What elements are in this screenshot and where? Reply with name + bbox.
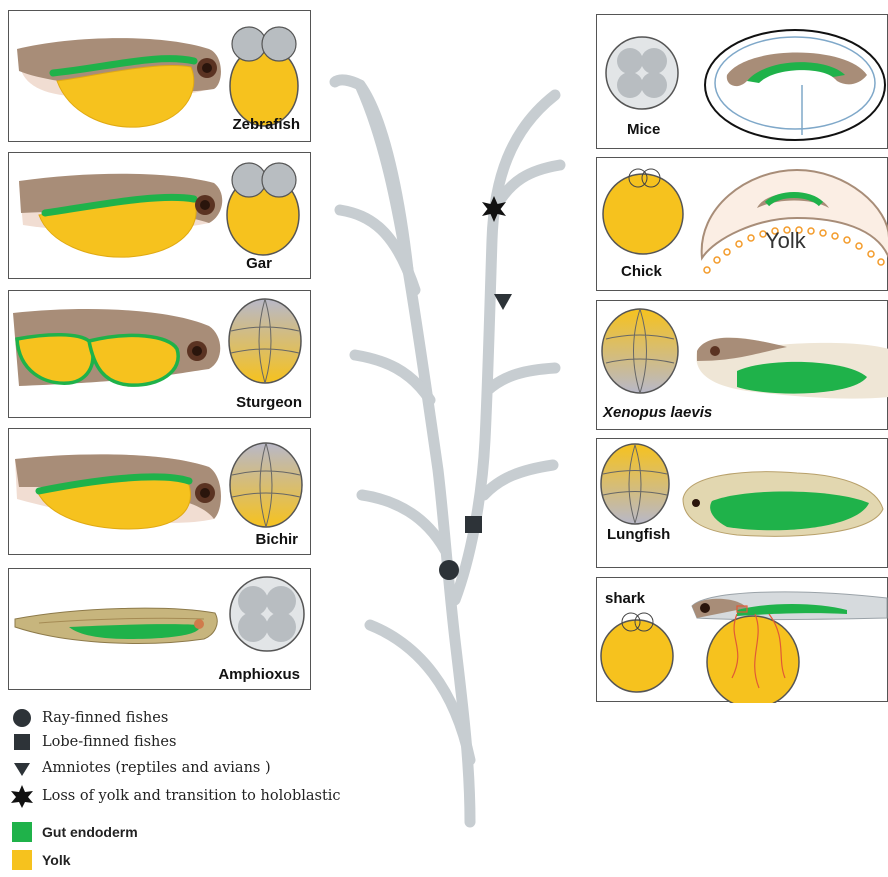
star-icon <box>10 784 34 808</box>
legend-gut-label: Gut endoderm <box>42 824 138 840</box>
tree-branch-bichir <box>362 495 445 550</box>
xenopus-label: Xenopus laevis <box>603 404 712 421</box>
circle-icon <box>11 707 33 729</box>
bichir-label: Bichir <box>255 531 298 548</box>
square-icon <box>11 731 33 753</box>
legend-lobe-finned: Lobe-finned fishes <box>10 730 176 754</box>
shark-panel: shark <box>596 577 888 702</box>
lungfish-label: Lungfish <box>607 526 670 543</box>
mice-label: Mice <box>627 121 660 138</box>
sturgeon-panel: Sturgeon <box>8 290 311 418</box>
shark-label: shark <box>605 590 645 607</box>
legend-lobe-finned-label: Lobe-finned fishes <box>42 734 176 750</box>
amphioxus-label: Amphioxus <box>218 666 300 683</box>
tree-branch-lungfish <box>484 465 553 495</box>
zebrafish-label: Zebrafish <box>232 116 300 133</box>
gar-label: Gar <box>246 255 272 272</box>
tree-branch-xenopus <box>488 368 555 390</box>
legend-ray-finned: Ray-finned fishes <box>10 706 168 730</box>
lobe-finned-marker <box>465 516 482 533</box>
gut-swatch-icon <box>12 822 32 842</box>
bichir-panel: Bichir <box>8 428 311 555</box>
yolk-swatch-icon <box>12 850 32 870</box>
legend-yolk: Yolk <box>10 848 71 872</box>
down-triangle-icon <box>11 757 33 779</box>
legend-loss-yolk-label: Loss of yolk and transition to holoblast… <box>42 788 341 804</box>
mice-panel: Mice <box>596 14 888 149</box>
xenopus-panel: Xenopus laevis <box>596 300 888 430</box>
legend-loss-yolk: Loss of yolk and transition to holoblast… <box>10 784 341 808</box>
chick-label: Chick <box>621 263 662 280</box>
amniotes-marker <box>494 294 512 310</box>
legend-amniotes-label: Amniotes (reptiles and avians ) <box>42 760 271 776</box>
amphioxus-panel: Amphioxus <box>8 568 311 690</box>
chick-yolk-label: Yolk <box>765 228 806 254</box>
zebrafish-panel: Zebrafish <box>8 10 311 142</box>
legend-gut: Gut endoderm <box>10 820 138 844</box>
legend-yolk-label: Yolk <box>42 852 71 868</box>
gar-panel: Gar <box>8 152 311 279</box>
legend-ray-finned-label: Ray-finned fishes <box>42 710 168 726</box>
legend-amniotes: Amniotes (reptiles and avians ) <box>10 756 271 780</box>
lungfish-panel: Lungfish <box>596 438 888 568</box>
ray-finned-marker <box>439 560 459 580</box>
chick-panel: Chick Yolk <box>596 157 888 291</box>
sturgeon-label: Sturgeon <box>236 394 302 411</box>
